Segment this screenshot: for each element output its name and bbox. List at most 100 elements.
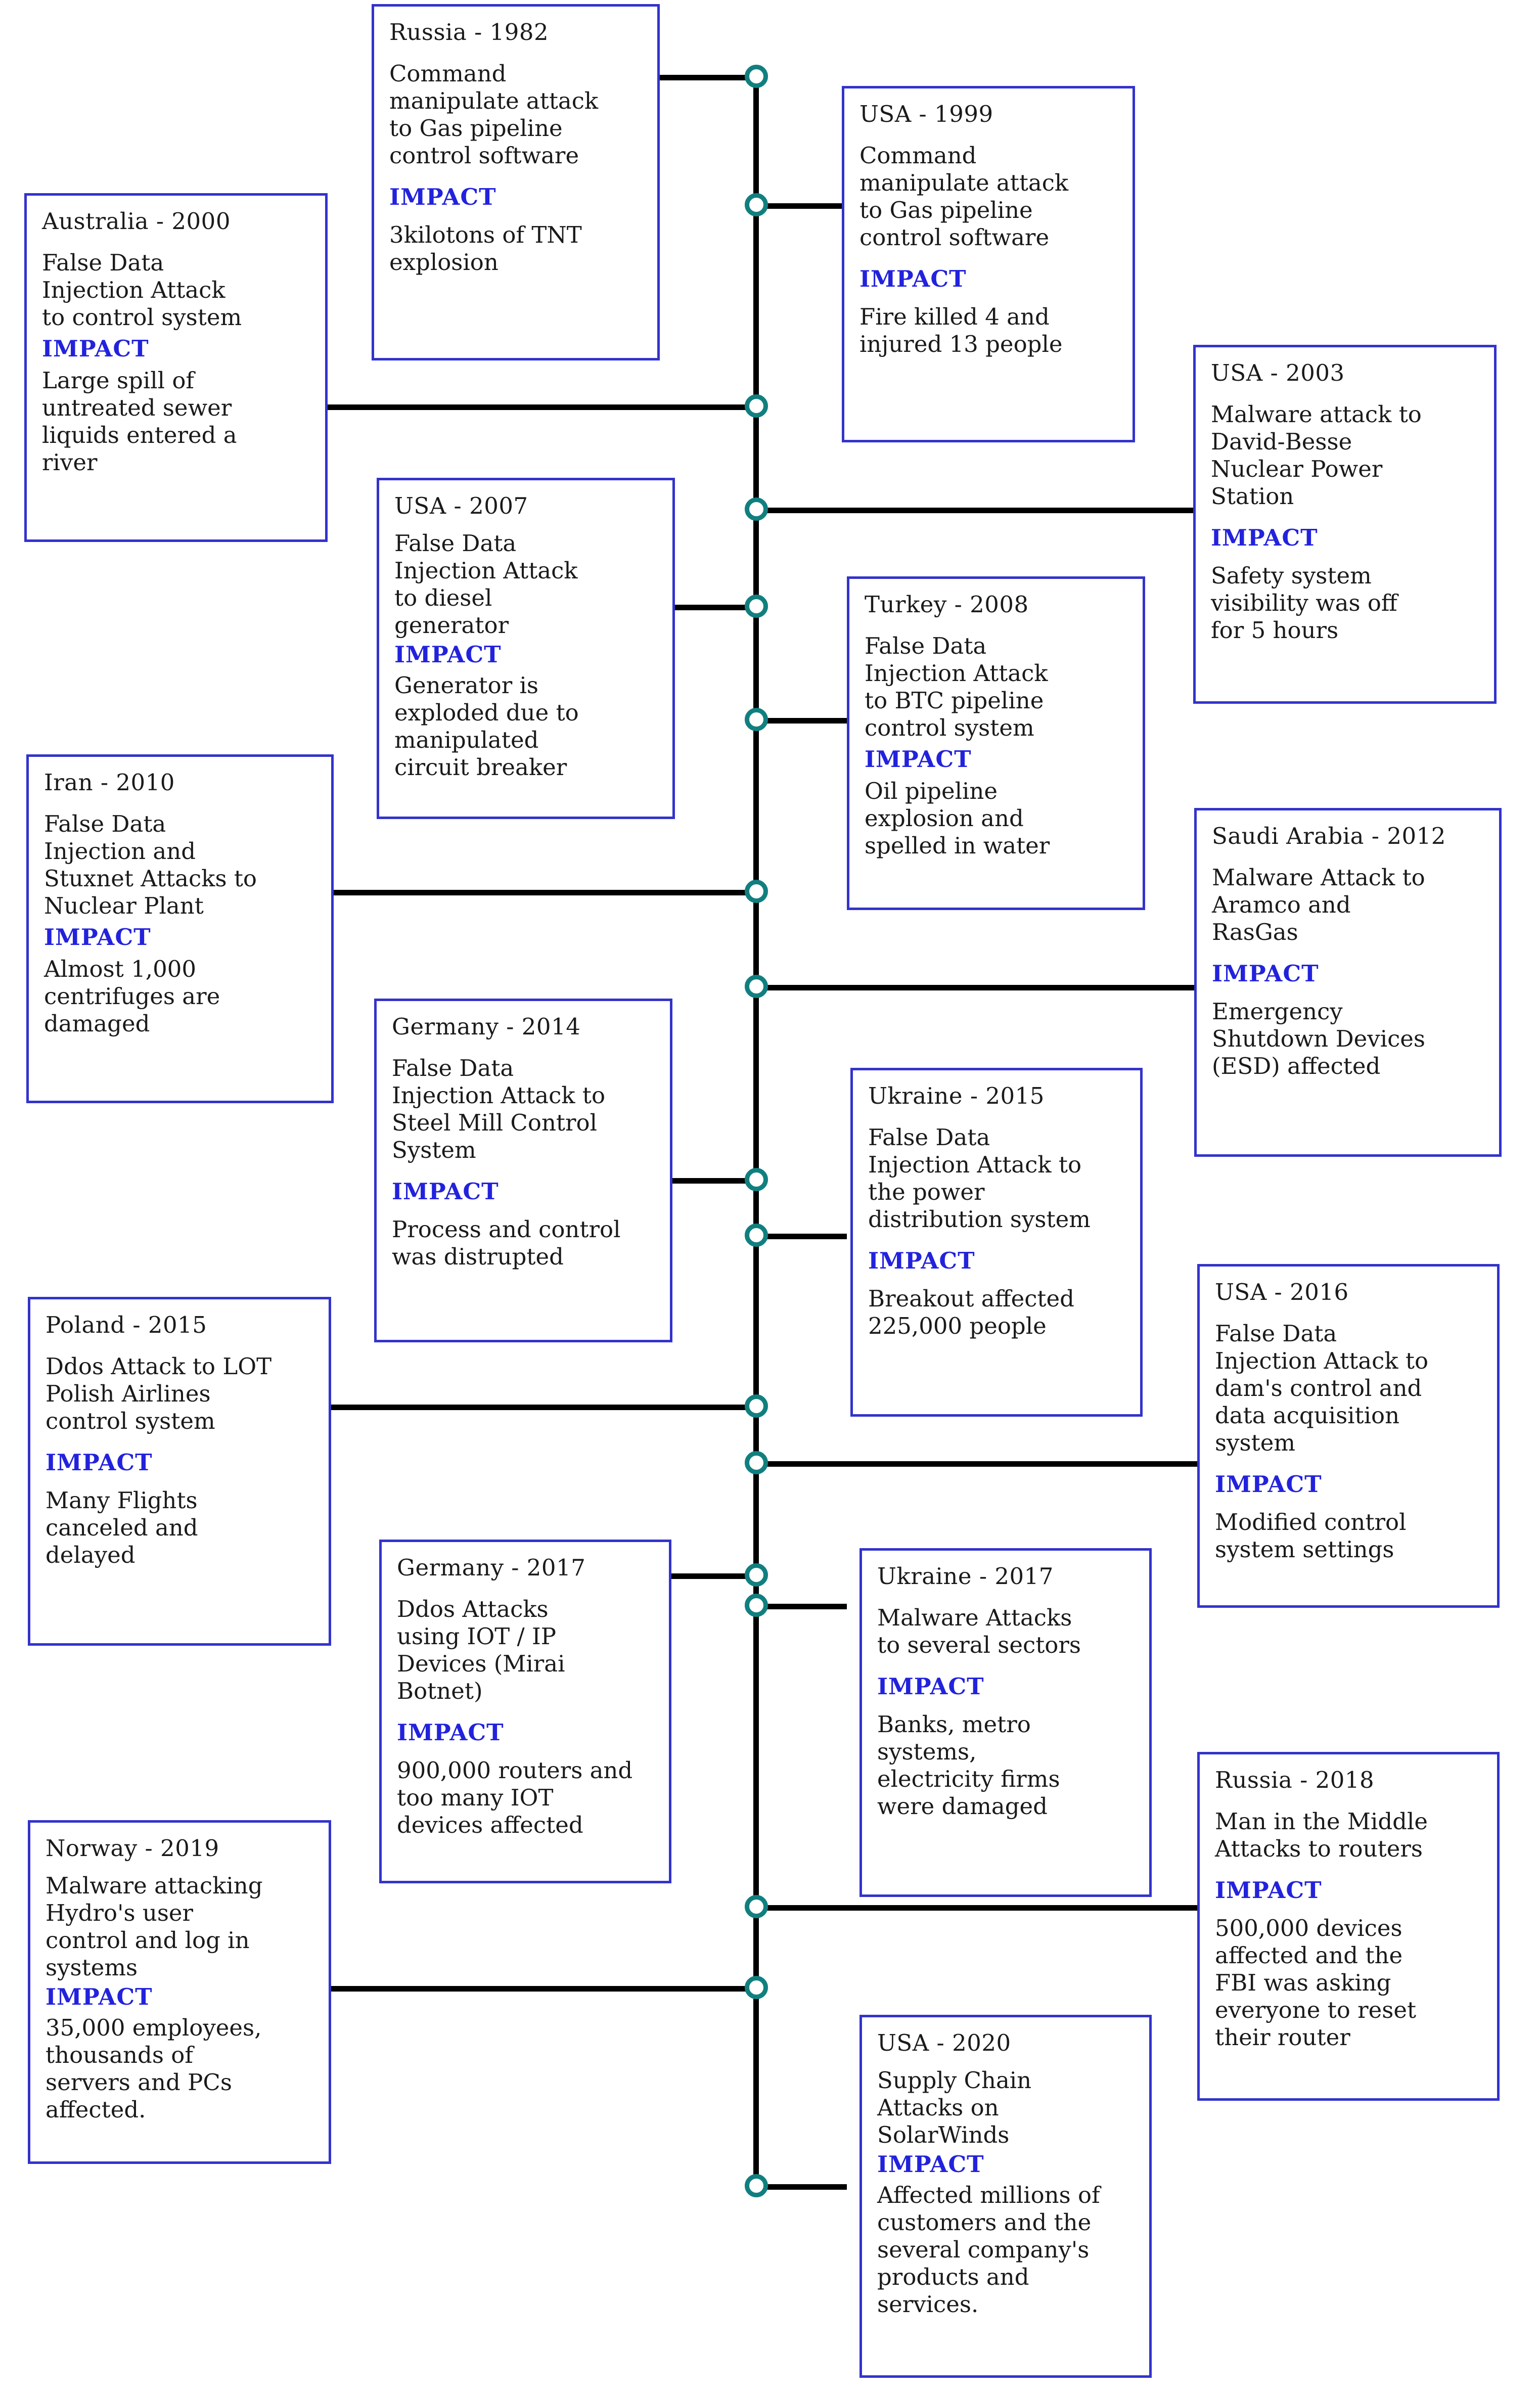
timeline-node-australia-2000[interactable] xyxy=(745,394,768,418)
event-card-norway-2019[interactable]: Norway - 2019 Malware attacking Hydro's … xyxy=(28,1820,331,2164)
event-title: USA - 2020 xyxy=(877,2029,1011,2056)
event-title: Turkey - 2008 xyxy=(865,591,1029,618)
timeline-node-usa-2020[interactable] xyxy=(745,2174,768,2197)
event-description: False Data Injection Attack to Steel Mil… xyxy=(392,1055,606,1164)
event-description: False Data Injection Attack to BTC pipel… xyxy=(865,633,1048,742)
event-title: USA - 2003 xyxy=(1211,359,1345,386)
impact-label: IMPACT xyxy=(865,746,972,773)
impact-label: IMPACT xyxy=(1212,960,1319,987)
timeline-node-usa-2003[interactable] xyxy=(745,498,768,521)
timeline-node-germany-2014[interactable] xyxy=(745,1168,768,1191)
event-card-russia-1982[interactable]: Russia - 1982 Command manipulate attack … xyxy=(372,4,660,360)
connector-germany-2017 xyxy=(670,1573,758,1579)
impact-text: 35,000 employees, thousands of servers a… xyxy=(46,2014,262,2123)
connector-russia-1982 xyxy=(657,75,758,80)
impact-text: Safety system visibility was off for 5 h… xyxy=(1211,562,1397,644)
event-card-ukraine-2017[interactable]: Ukraine - 2017 Malware Attacks to severa… xyxy=(859,1548,1152,1897)
event-card-usa-2007[interactable]: USA - 2007 False Data Injection Attack t… xyxy=(377,478,675,819)
timeline-node-russia-2018[interactable] xyxy=(745,1895,768,1918)
event-title: Russia - 1982 xyxy=(389,19,549,46)
event-title: Saudi Arabia - 2012 xyxy=(1212,823,1446,849)
timeline-node-usa-2007[interactable] xyxy=(745,595,768,618)
impact-label: IMPACT xyxy=(389,184,496,211)
event-card-iran-2010[interactable]: Iran - 2010 False Data Injection and Stu… xyxy=(26,754,334,1103)
event-title: Poland - 2015 xyxy=(46,1312,207,1338)
impact-label: IMPACT xyxy=(394,641,502,668)
timeline-node-ukraine-2015[interactable] xyxy=(745,1224,768,1247)
event-description: False Data Injection Attack to diesel ge… xyxy=(394,530,578,639)
impact-text: Almost 1,000 centrifuges are damaged xyxy=(44,955,220,1037)
event-card-russia-2018[interactable]: Russia - 2018 Man in the Middle Attacks … xyxy=(1197,1752,1500,2101)
impact-label: IMPACT xyxy=(877,2151,984,2178)
event-description: Malware Attack to Aramco and RasGas xyxy=(1212,864,1425,946)
event-card-ukraine-2015[interactable]: Ukraine - 2015 False Data Injection Atta… xyxy=(850,1068,1143,1417)
impact-text: 500,000 devices affected and the FBI was… xyxy=(1215,1914,1417,2051)
timeline-node-usa-1999[interactable] xyxy=(745,193,768,216)
impact-text: Banks, metro systems, electricity firms … xyxy=(877,1710,1060,1820)
impact-label: IMPACT xyxy=(1215,1877,1322,1904)
impact-label: IMPACT xyxy=(868,1247,975,1275)
impact-label: IMPACT xyxy=(392,1178,499,1205)
impact-label: IMPACT xyxy=(877,1673,984,1700)
event-card-usa-2016[interactable]: USA - 2016 False Data Injection Attack t… xyxy=(1197,1264,1500,1608)
connector-ukraine-2015 xyxy=(756,1234,847,1239)
event-card-saudi-arabia-2012[interactable]: Saudi Arabia - 2012 Malware Attack to Ar… xyxy=(1194,808,1502,1157)
event-card-turkey-2008[interactable]: Turkey - 2008 False Data Injection Attac… xyxy=(847,576,1145,910)
event-description: False Data Injection and Stuxnet Attacks… xyxy=(44,810,257,920)
timeline-node-poland-2015[interactable] xyxy=(745,1394,768,1418)
connector-poland-2015 xyxy=(326,1405,758,1410)
event-description: Ddos Attack to LOT Polish Airlines contr… xyxy=(46,1353,272,1435)
event-description: Ddos Attacks using IOT / IP Devices (Mir… xyxy=(397,1596,565,1705)
timeline-node-saudi-arabia-2012[interactable] xyxy=(745,975,768,998)
impact-text: Affected millions of customers and the s… xyxy=(877,2181,1100,2318)
event-card-usa-1999[interactable]: USA - 1999 Command manipulate attack to … xyxy=(842,86,1135,442)
event-description: Man in the Middle Attacks to routers xyxy=(1215,1808,1428,1863)
event-card-poland-2015[interactable]: Poland - 2015 Ddos Attack to LOT Polish … xyxy=(28,1297,331,1646)
event-description: Malware Attacks to several sectors xyxy=(877,1604,1081,1659)
impact-text: Fire killed 4 and injured 13 people xyxy=(859,303,1063,357)
impact-text: Oil pipeline explosion and spelled in wa… xyxy=(865,777,1050,859)
event-description: Command manipulate attack to Gas pipelin… xyxy=(389,60,599,169)
event-description: False Data Injection Attack to dam's con… xyxy=(1215,1320,1429,1457)
event-description: False Data Injection Attack to the power… xyxy=(868,1124,1091,1233)
connector-australia-2000 xyxy=(324,404,758,410)
event-title: Russia - 2018 xyxy=(1215,1767,1375,1793)
event-title: Germany - 2017 xyxy=(397,1554,586,1581)
impact-label: IMPACT xyxy=(42,335,149,363)
connector-usa-2020 xyxy=(756,2184,847,2190)
event-description: Malware attack to David-Besse Nuclear Po… xyxy=(1211,401,1422,510)
impact-label: IMPACT xyxy=(1211,524,1318,552)
impact-text: Emergency Shutdown Devices (ESD) affecte… xyxy=(1212,998,1426,1079)
connector-norway-2019 xyxy=(329,1986,758,1992)
connector-iran-2010 xyxy=(329,890,758,895)
connector-turkey-2008 xyxy=(756,718,849,724)
event-card-australia-2000[interactable]: Australia - 2000 False Data Injection At… xyxy=(24,193,328,542)
impact-label: IMPACT xyxy=(46,1983,153,2011)
timeline-node-ukraine-2017[interactable] xyxy=(745,1594,768,1617)
event-title: Ukraine - 2015 xyxy=(868,1082,1045,1109)
event-title: USA - 1999 xyxy=(859,101,993,127)
connector-usa-2003 xyxy=(756,508,1196,513)
connector-ukraine-2017 xyxy=(756,1604,847,1609)
timeline-node-germany-2017[interactable] xyxy=(745,1563,768,1587)
connector-usa-2007 xyxy=(670,605,758,610)
event-card-germany-2017[interactable]: Germany - 2017 Ddos Attacks using IOT / … xyxy=(379,1540,671,1883)
timeline-node-russia-1982[interactable] xyxy=(745,65,768,88)
event-card-usa-2020[interactable]: USA - 2020 Supply Chain Attacks on Solar… xyxy=(859,2015,1152,2378)
impact-label: IMPACT xyxy=(859,265,967,293)
timeline-node-iran-2010[interactable] xyxy=(745,880,768,903)
timeline-node-norway-2019[interactable] xyxy=(745,1976,768,1999)
event-title: USA - 2007 xyxy=(394,492,528,519)
connector-usa-2016 xyxy=(756,1461,1201,1467)
event-card-germany-2014[interactable]: Germany - 2014 False Data Injection Atta… xyxy=(374,999,672,1342)
event-title: Iran - 2010 xyxy=(44,769,175,796)
event-card-usa-2003[interactable]: USA - 2003 Malware attack to David-Besse… xyxy=(1193,345,1497,704)
timeline-spine xyxy=(753,76,759,2189)
event-description: Malware attacking Hydro's user control a… xyxy=(46,1872,263,1981)
connector-germany-2014 xyxy=(667,1178,758,1184)
timeline-node-turkey-2008[interactable] xyxy=(745,708,768,731)
event-title: Germany - 2014 xyxy=(392,1013,581,1040)
impact-label: IMPACT xyxy=(1215,1471,1322,1498)
timeline-node-usa-2016[interactable] xyxy=(745,1451,768,1474)
